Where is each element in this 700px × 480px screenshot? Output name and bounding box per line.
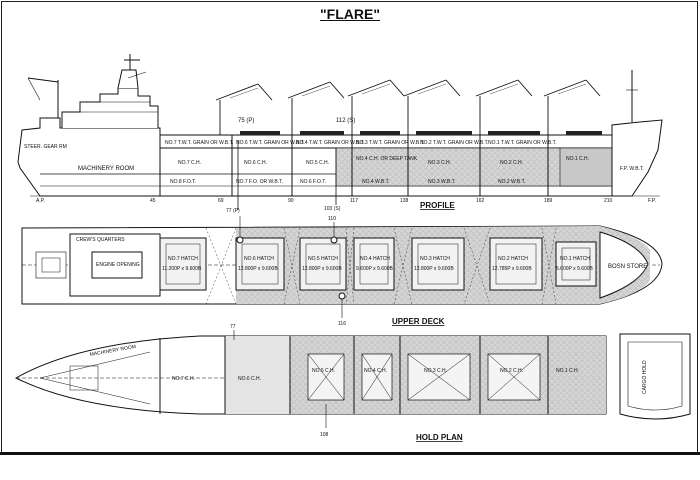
profile-hold-mid-3: NO.3 C.H. xyxy=(428,160,451,166)
profile-labels: MACHINERY ROOM STEER. GEAR RM NO.7 T.W.T… xyxy=(24,118,656,214)
profile-frame-2: 69 xyxy=(218,198,224,204)
profile-view xyxy=(17,54,663,210)
hatch-5-dims: 12.800P x 9.600B xyxy=(302,266,342,272)
profile-hold-mid-1: NO.1 C.H. xyxy=(566,156,589,162)
profile-hold-low-4: NO.4 W.B.T. xyxy=(362,179,390,185)
profile-hold-upper-4: NO.4 T.W.T. GRAIN OR W.B.T. xyxy=(296,140,365,146)
upper-deck-crews-quarters: CREW'S QUARTERS xyxy=(76,237,125,243)
profile-frame-7: 189 xyxy=(544,198,553,204)
profile-hold-low-2: NO.2 W.B.T. xyxy=(498,179,526,185)
hold-plan-hold-4: NO.4 C.H. xyxy=(364,368,387,374)
hold-plan-view xyxy=(14,330,691,428)
hold-plan-hold-1: NO.1 C.H. xyxy=(556,368,579,374)
profile-steer-gear: STEER. GEAR RM xyxy=(24,144,67,150)
upper-deck-bosn-store: BOSN STORE xyxy=(608,264,647,270)
cargo-hold-section xyxy=(619,333,691,420)
profile-marker-77: 77 (P) xyxy=(226,208,240,214)
hatch-3-name: NO.3 HATCH xyxy=(420,256,450,262)
profile-frame-8: 210 xyxy=(604,198,613,204)
hatch-6-dims: 12.800P x 9.600B xyxy=(238,266,278,272)
hold-plan-marker-108: 108 xyxy=(320,432,329,438)
profile-marker-112: 112 (S) xyxy=(336,118,355,124)
profile-frame-1: 45 xyxy=(150,198,156,204)
hatch-7-dims: 11.200P x 9.600B xyxy=(162,266,202,272)
profile-hold-mid-6: NO.6 C.H. xyxy=(244,160,267,166)
upper-deck-section-label: UPPER DECK xyxy=(392,317,445,326)
profile-hold-mid-5: NO.5 C.H. xyxy=(306,160,329,166)
hold-plan-hold-3: NO.3 C.H. xyxy=(424,368,447,374)
bottom-rule xyxy=(0,452,700,455)
profile-frame-4: 117 xyxy=(350,198,358,204)
hold-plan-section-label: HOLD PLAN xyxy=(416,433,463,442)
profile-hold-upper-6: NO.6 T.W.T. GRAIN OR W.B.T. xyxy=(236,140,305,146)
profile-hold-upper-3: NO.3 T.W.T. GRAIN OR W.B.T. xyxy=(356,140,425,146)
profile-hold-mid-7: NO.7 C.H. xyxy=(178,160,201,166)
hatch-4-name: NO.4 HATCH xyxy=(360,256,390,262)
hatch-3-dims: 12.800P x 9.600B xyxy=(414,266,454,272)
hold-plan-hold-5: NO.5 C.H. xyxy=(312,368,335,374)
hold-plan-hold-2: NO.2 C.H. xyxy=(500,368,523,374)
profile-fpt: F.P. W.B.T. xyxy=(620,166,644,172)
profile-hold-upper-7: NO.7 T.W.T. GRAIN OR W.B.T. xyxy=(165,140,234,146)
hatch-2-dims: 12.785P x 9.600B xyxy=(492,266,532,272)
hatch-6-name: NO.6 HATCH xyxy=(244,256,274,262)
profile-hold-mid-2: NO.2 C.H. xyxy=(500,160,523,166)
profile-frame-6: 162 xyxy=(476,198,485,204)
profile-frame-0: A.P. xyxy=(36,198,45,204)
profile-hold-low-8: NO.8 F.O.T. xyxy=(170,179,196,185)
profile-frame-3: 90 xyxy=(288,198,294,204)
upper-deck-engine-opening: ENGINE OPENING xyxy=(96,262,140,268)
profile-marker-103: 103 (S) xyxy=(324,206,341,212)
hatch-5-name: NO.5 HATCH xyxy=(308,256,338,262)
hatch-1-name: NO.1 HATCH xyxy=(560,256,590,262)
upper-deck-marker-116: 116 xyxy=(338,321,346,327)
hold-plan-marker-77: 77 xyxy=(230,324,236,330)
profile-section-label: PROFILE xyxy=(420,201,455,210)
profile-marker-75: 75 (P) xyxy=(238,118,254,124)
profile-hold-upper-1: NO.1 T.W.T. GRAIN OR W.B.T. xyxy=(488,140,557,146)
profile-frame-9: F.P. xyxy=(648,198,656,204)
profile-hold-low-6: NO.6 F.O.T. xyxy=(300,179,326,185)
profile-hold-upper-2: NO.2 T.W.T. GRAIN OR W.B.T. xyxy=(420,140,489,146)
profile-hold-mid-4: NO.4 C.H. OR DEEP TANK xyxy=(356,156,418,162)
profile-machinery-room: MACHINERY ROOM xyxy=(78,166,134,172)
hatch-labels: NO.7 HATCH 11.200P x 9.600B NO.6 HATCH 1… xyxy=(162,256,594,272)
profile-frame-5: 138 xyxy=(400,198,409,204)
hold-plan-cargo-hold: CARGO HOLD xyxy=(642,360,648,394)
ship-title: "FLARE" xyxy=(320,6,380,22)
hold-plan-hold-7: NO.7 C.H. xyxy=(172,376,195,382)
profile-hold-low-7: NO.7 F.O. OR W.B.T. xyxy=(236,179,283,185)
hatch-2-name: NO.2 HATCH xyxy=(498,256,528,262)
hatch-1-dims: 5.600P x 9.600B xyxy=(556,266,594,272)
hatch-7-name: NO.7 HATCH xyxy=(168,256,198,262)
upper-deck-view xyxy=(21,216,663,318)
profile-hold-low-3: NO.3 W.B.T. xyxy=(428,179,456,185)
upper-deck-labels: CREW'S QUARTERS ENGINE OPENING BOSN STOR… xyxy=(76,216,647,327)
hatch-4-dims: 9.600P x 9.600B xyxy=(356,266,394,272)
hold-plan-hold-6: NO.6 C.H. xyxy=(238,376,261,382)
profile-superstructure xyxy=(61,87,159,128)
upper-deck-marker-110: 110 xyxy=(328,216,336,222)
